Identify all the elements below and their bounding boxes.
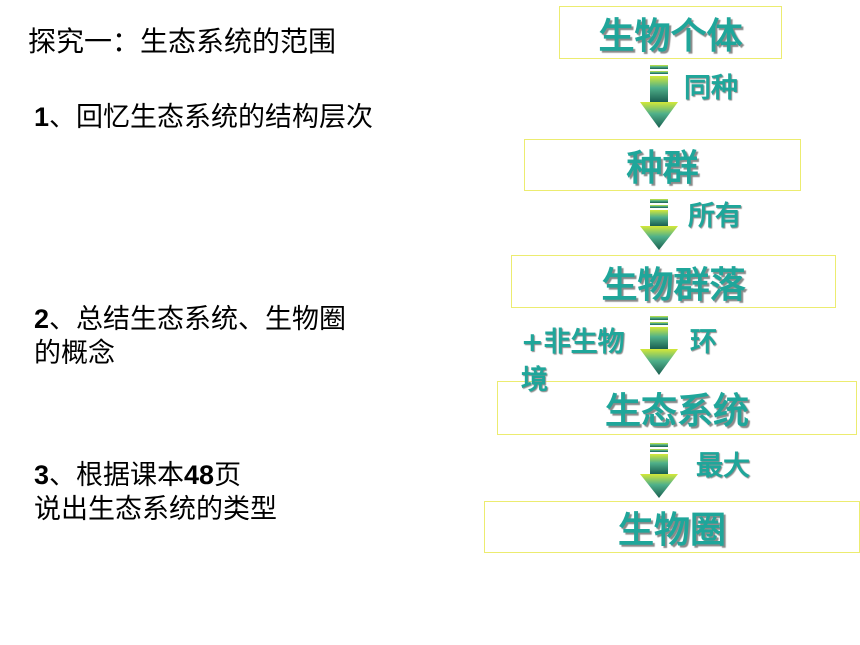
connector-label-environment-1: 环 xyxy=(690,327,717,358)
connector-label-all: 所有 xyxy=(688,201,742,232)
level-biosphere: 生物圈 xyxy=(484,501,860,553)
point-3-line-2: 说出生态系统的类型 xyxy=(34,494,277,525)
level-ecosystem: 生态系统 xyxy=(497,381,857,435)
connector-label-largest: 最大 xyxy=(696,451,750,482)
point-3-text-1a: 、根据课本 xyxy=(49,460,185,491)
connector-label-abiotic: +非生物 xyxy=(521,327,625,358)
page-title: 探究一：生态系统的范围 xyxy=(28,25,337,58)
point-1-text: 、回忆生态系统的结构层次 xyxy=(49,102,374,133)
point-3-text-1b: 页 xyxy=(214,460,242,491)
point-2-line-2: 的概念 xyxy=(34,338,115,369)
point-2-text-1: 、总结生态系统、生物圈 xyxy=(49,304,347,335)
point-2-number: 2 xyxy=(34,304,50,334)
level-population: 种群 xyxy=(524,139,801,191)
point-1-number: 1 xyxy=(34,102,50,132)
level-community: 生物群落 xyxy=(511,255,836,308)
point-3-page-number: 48 xyxy=(184,460,215,490)
arrow-down-icon xyxy=(640,199,678,251)
point-3-line-1: 3、根据课本48页 xyxy=(34,458,277,493)
point-3-number: 3 xyxy=(34,460,50,490)
arrow-down-icon xyxy=(640,443,678,499)
point-1: 1、回忆生态系统的结构层次 xyxy=(34,100,373,135)
point-3: 3、根据课本48页 说出生态系统的类型 xyxy=(34,458,277,527)
connector-label-same-species: 同种 xyxy=(684,73,738,104)
point-2-line-1: 2、总结生态系统、生物圈 xyxy=(34,302,346,337)
point-2: 2、总结生态系统、生物圈 的概念 xyxy=(34,302,346,371)
arrow-down-icon xyxy=(640,65,678,129)
arrow-down-icon xyxy=(640,316,678,376)
connector-label-environment-2: 境 xyxy=(521,365,548,396)
level-individual: 生物个体 xyxy=(559,6,782,59)
